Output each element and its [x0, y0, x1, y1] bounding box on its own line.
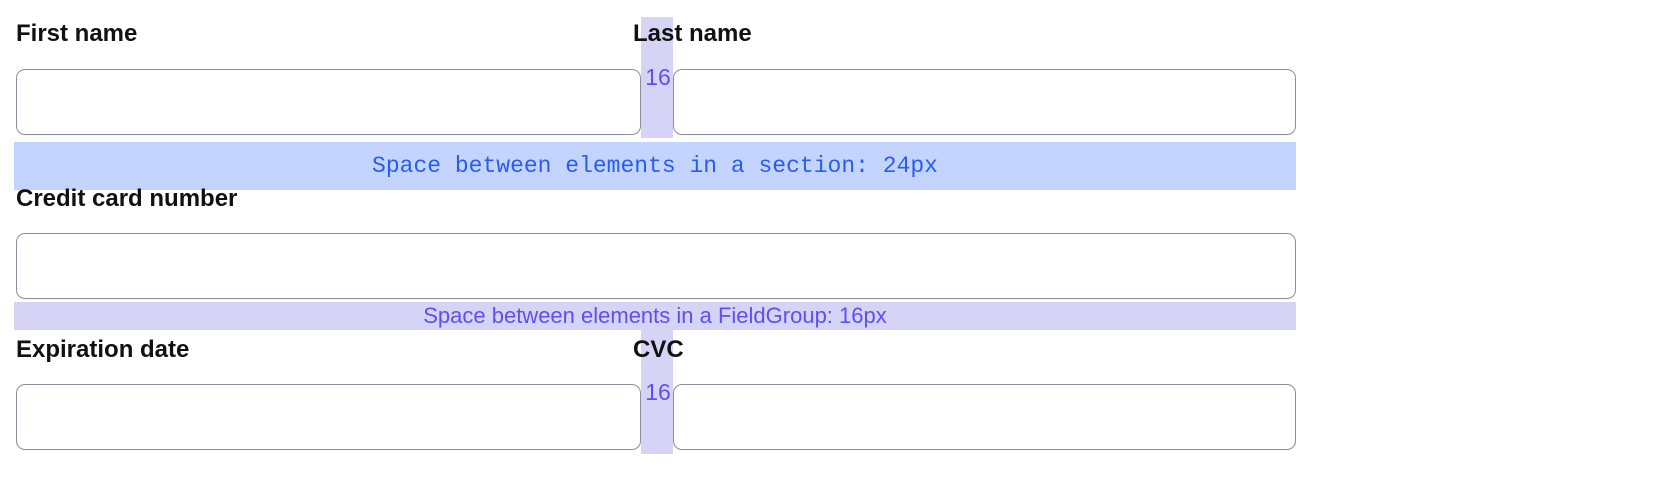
- column-gap-label-bottom: 16: [645, 378, 671, 405]
- label-expiration-date: Expiration date: [16, 336, 190, 363]
- input-cvc[interactable]: [673, 384, 1296, 450]
- label-cvc: CVC: [633, 336, 684, 363]
- annotation-band-fieldgroup-spacing: Space between elements in a FieldGroup: …: [14, 302, 1296, 330]
- label-credit-card-number: Credit card number: [16, 185, 238, 212]
- annotation-text-fieldgroup-spacing: Space between elements in a FieldGroup: …: [423, 303, 887, 328]
- annotation-band-section-spacing: Space between elements in a section: 24p…: [14, 142, 1296, 190]
- input-credit-card-number[interactable]: [16, 233, 1296, 299]
- column-gap-band-bottom: 16: [641, 330, 673, 454]
- label-last-name: Last name: [633, 20, 752, 47]
- column-gap-label-top: 16: [645, 64, 671, 90]
- annotation-text-section-spacing: Space between elements in a section: 24p…: [372, 152, 938, 179]
- label-first-name: First name: [16, 20, 138, 47]
- input-first-name[interactable]: [16, 69, 641, 135]
- input-expiration-date[interactable]: [16, 384, 641, 450]
- column-gap-band-top: 16: [641, 17, 673, 138]
- input-last-name[interactable]: [673, 69, 1296, 135]
